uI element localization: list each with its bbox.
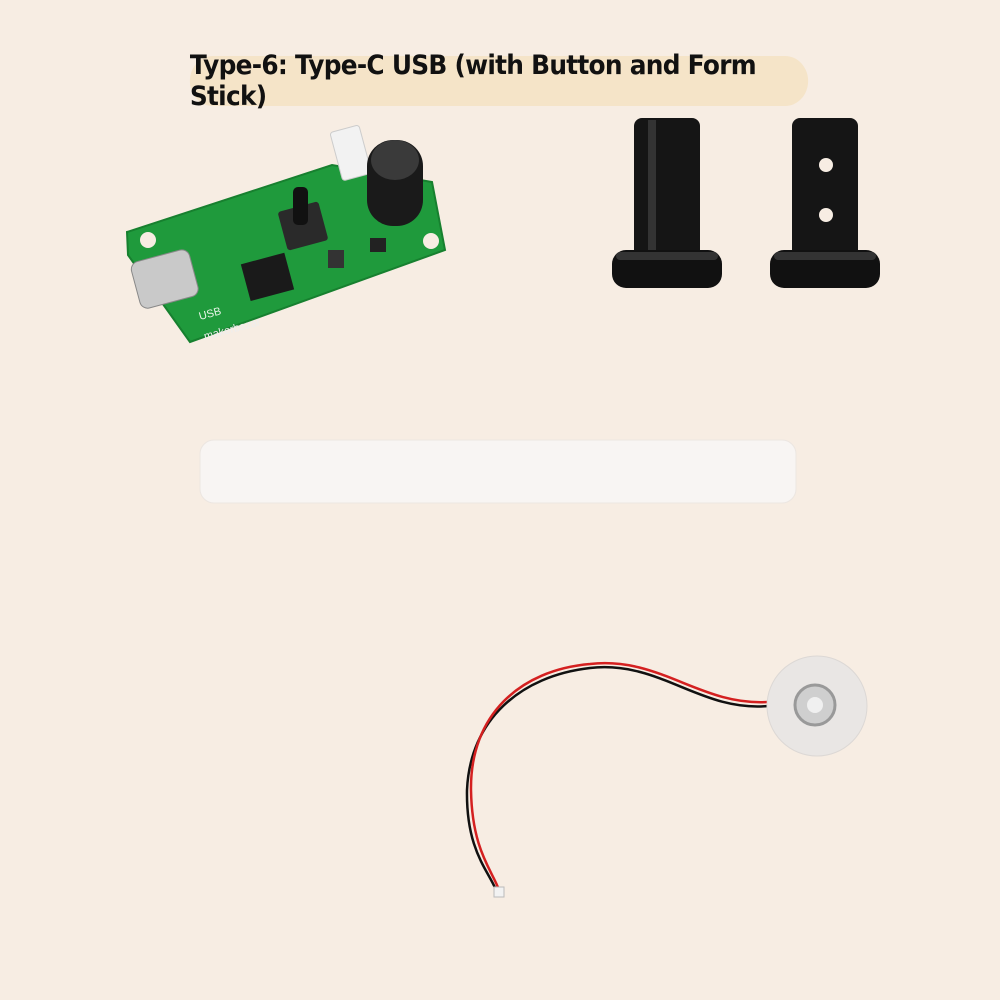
pcb-usb-label: USB (198, 305, 223, 322)
foam-stick (199, 439, 797, 504)
pcb-board: USB makerbazar (125, 125, 447, 344)
jst-connector (329, 125, 372, 181)
push-button (278, 201, 328, 251)
holder-left (612, 118, 722, 288)
product-title: Type-6: Type-C USB (with Button and Form… (189, 50, 809, 112)
usb-c-port (130, 249, 199, 309)
wire-connector (493, 886, 505, 898)
holder-right (770, 118, 880, 288)
atomizer-disc (465, 655, 868, 898)
